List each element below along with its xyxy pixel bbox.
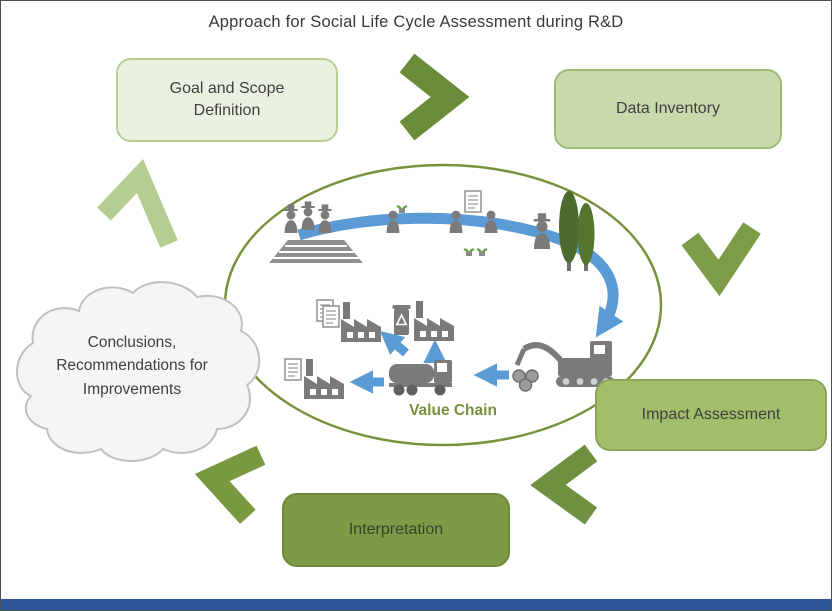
- chevron-goal-to-inventory-icon: [399, 53, 470, 141]
- value-chain-flow-arrows: [297, 212, 624, 394]
- conclusions-line-2: Recommendations for: [56, 357, 208, 375]
- conclusions-line-3: Improvements: [82, 380, 182, 398]
- recycling-bin-icon: [392, 305, 411, 335]
- chevron-conclusions-to-goal-icon: [97, 158, 178, 248]
- chevron-inventory-to-impact-icon: [681, 222, 761, 297]
- page-title: Approach for Social Life Cycle Assessmen…: [208, 13, 624, 31]
- conclusions-line-1: Conclusions,: [87, 334, 177, 351]
- flow-swoosh-arrow-icon: [297, 212, 624, 338]
- node-impact-assessment: Impact Assessment: [595, 379, 827, 451]
- node-goal-scope: Goal and Scope Definition: [116, 58, 338, 142]
- flow-truck-to-documents-arrow-icon: [379, 330, 409, 357]
- factory-recycling-icon: [392, 301, 454, 341]
- node-interpretation-label: Interpretation: [348, 521, 444, 539]
- farmers-field-icon: [269, 201, 363, 263]
- node-data-inventory: Data Inventory: [554, 69, 782, 149]
- truck-icon: [389, 360, 452, 396]
- node-goal-scope-label: Goal and Scope Definition: [169, 80, 285, 119]
- node-impact-assessment-label: Impact Assessment: [641, 406, 781, 424]
- conclusions-cloud: [16, 281, 261, 462]
- node-interpretation: Interpretation: [282, 493, 510, 567]
- bottom-bar: [1, 599, 831, 610]
- chevron-interpretation-to-conclusions-icon: [194, 445, 266, 524]
- stage-chevron-arrows: [97, 53, 761, 525]
- documents-icon: [322, 305, 340, 328]
- value-chain-label: Value Chain: [409, 402, 497, 419]
- chevron-impact-to-interpretation-icon: [530, 444, 598, 525]
- logs-icon: [512, 369, 539, 392]
- certificate-icon: [464, 190, 482, 213]
- node-conclusions-label: Conclusions, Recommendations for Improve…: [27, 331, 237, 401]
- cypress-trees-icon: [559, 191, 595, 271]
- documents-icon: [284, 358, 302, 381]
- node-data-inventory-label: Data Inventory: [615, 100, 721, 118]
